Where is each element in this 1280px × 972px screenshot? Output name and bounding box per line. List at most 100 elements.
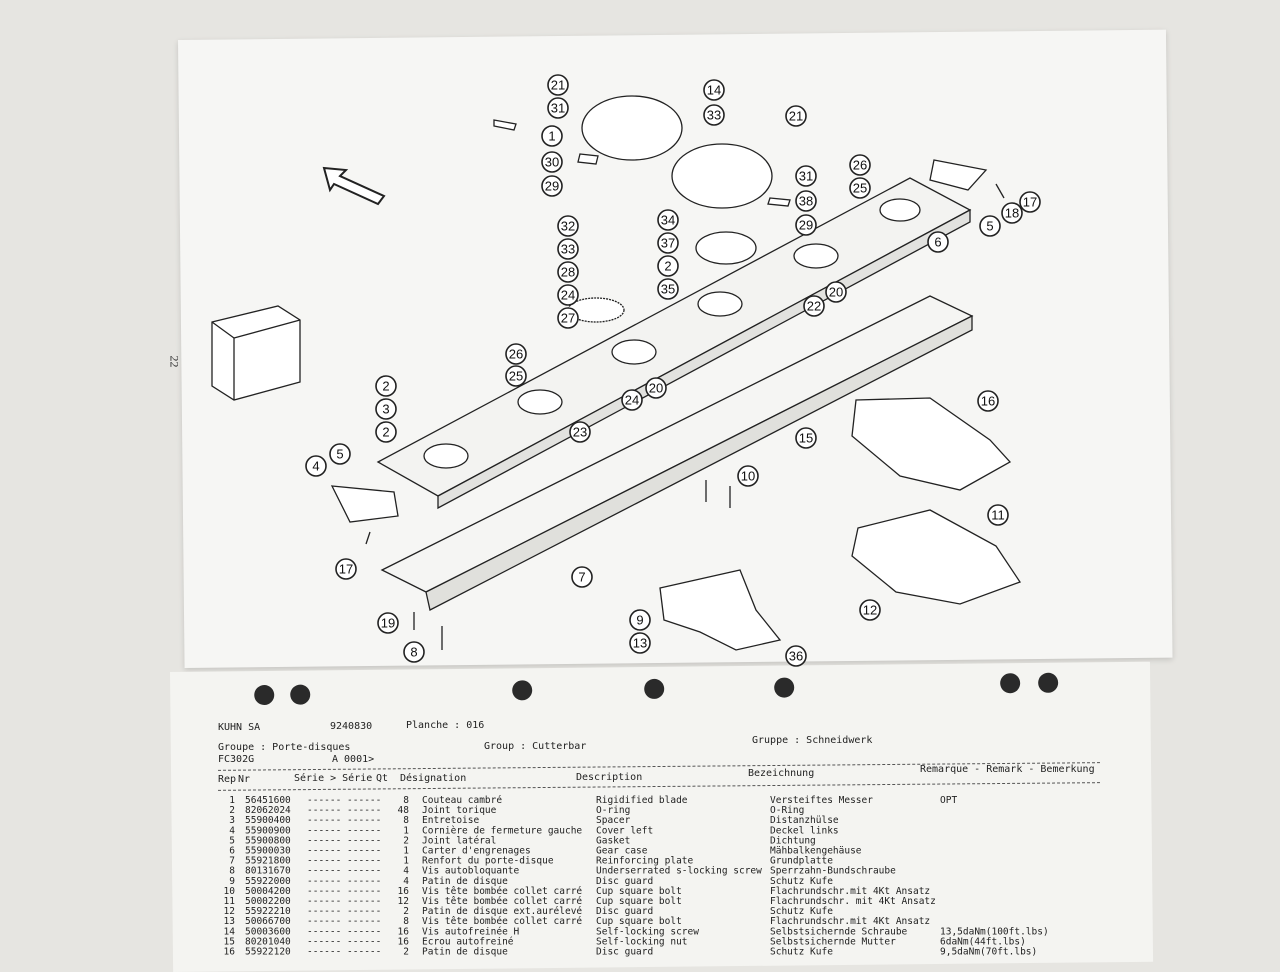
- cell-qt: 8: [403, 815, 409, 827]
- part-callout-29: 29: [541, 175, 563, 197]
- planche-label: Planche : 016: [406, 720, 485, 731]
- part-callout-1: 1: [541, 125, 563, 147]
- cell-en: Cup square bolt: [596, 896, 682, 908]
- cell-nr: 55921800: [245, 855, 291, 867]
- part-callout-10: 10: [737, 465, 759, 487]
- part-callout-36: 36: [785, 645, 807, 667]
- cell-qt: 16: [397, 885, 409, 897]
- col-qt: Qt: [376, 773, 389, 784]
- cell-fr: Cornière de fermeture gauche: [422, 825, 583, 837]
- cell-qt: 8: [403, 795, 409, 806]
- part-callout-5: 5: [329, 443, 351, 465]
- cell-remark: 6daNm(44ft.lbs): [940, 936, 1026, 948]
- cell-de: Flachrundschr.mit 4Kt Ansatz: [770, 885, 931, 897]
- cell-de: Distanzhülse: [770, 815, 839, 827]
- svg-text:4: 4: [312, 459, 319, 474]
- svg-text:2: 2: [664, 259, 671, 274]
- svg-text:8: 8: [410, 645, 417, 660]
- part-callout-7: 7: [571, 566, 593, 588]
- col-bezeichnung: Bezeichnung: [748, 768, 815, 779]
- part-callout-31: 31: [795, 165, 817, 187]
- part-callout-34: 34: [657, 209, 679, 231]
- cell-serie: ------ ------: [307, 815, 382, 827]
- cell-qt: 48: [397, 805, 409, 817]
- part-callout-3: 3: [375, 398, 397, 420]
- group-en: Group : Cutterbar: [484, 741, 587, 752]
- cell-de: Selbstsichernde Schraube: [770, 926, 908, 938]
- cell-remark: 13,5daNm(100ft.lbs): [940, 926, 1049, 938]
- svg-text:33: 33: [707, 108, 721, 123]
- series-range: A 0001>: [332, 754, 375, 765]
- cell-en: Cup square bolt: [596, 885, 682, 897]
- cell-nr: 55900030: [245, 845, 291, 857]
- part-callout-5: 5: [979, 215, 1001, 237]
- cell-en: Gear case: [596, 845, 648, 857]
- svg-text:31: 31: [799, 169, 813, 184]
- oil-box: [211, 305, 301, 401]
- cell-de: Dichtung: [770, 835, 816, 847]
- part-callout-26: 26: [505, 343, 527, 365]
- cell-nr: 50066700: [245, 916, 291, 928]
- cell-en: Cup square bolt: [596, 916, 682, 928]
- cell-qt: 2: [403, 906, 409, 918]
- cell-rep: 11: [223, 896, 235, 908]
- svg-text:30: 30: [545, 155, 559, 170]
- cell-fr: Ecrou autofreiné: [422, 936, 514, 948]
- cell-nr: 55900400: [245, 815, 291, 827]
- svg-text:37: 37: [661, 236, 675, 251]
- part-callout-15: 15: [795, 427, 817, 449]
- cell-rep: 10: [223, 885, 235, 897]
- svg-text:15: 15: [799, 431, 813, 446]
- cell-en: Self-locking screw: [596, 926, 699, 938]
- cell-fr: Vis autobloquante: [422, 865, 520, 877]
- part-callout-21: 21: [547, 74, 569, 96]
- svg-text:18: 18: [1005, 206, 1019, 221]
- gasket-right: [929, 159, 988, 191]
- cell-serie: ------ ------: [307, 926, 382, 938]
- cell-remark: [940, 806, 1080, 816]
- svg-text:9: 9: [636, 613, 643, 628]
- cell-serie: ------ ------: [307, 795, 382, 806]
- col-serie: Série > Série: [294, 773, 373, 784]
- disc-hub: [695, 231, 757, 265]
- cell-en: Gasket: [596, 835, 631, 847]
- cell-qt: 2: [403, 946, 409, 958]
- gruppe-de: Gruppe : Schneidwerk: [752, 735, 873, 746]
- cell-remark: [940, 887, 1080, 897]
- cell-en: Disc guard: [596, 946, 654, 958]
- cell-rep: 2: [229, 805, 235, 817]
- part-callout-25: 25: [505, 365, 527, 387]
- cell-en: Rigidified blade: [596, 795, 688, 806]
- svg-text:25: 25: [853, 181, 867, 196]
- part-callout-24: 24: [557, 284, 579, 306]
- svg-text:10: 10: [741, 469, 755, 484]
- svg-text:33: 33: [561, 242, 575, 257]
- svg-text:6: 6: [934, 235, 941, 250]
- part-callout-38: 38: [795, 190, 817, 212]
- part-callout-13: 13: [629, 632, 651, 654]
- part-callout-21: 21: [785, 105, 807, 127]
- svg-text:36: 36: [789, 649, 803, 664]
- part-callout-2: 2: [375, 421, 397, 443]
- cell-nr: 56451600: [245, 795, 291, 806]
- cell-qt: 12: [397, 896, 409, 908]
- part-callout-29: 29: [795, 214, 817, 236]
- cell-remark: [940, 836, 1080, 846]
- cell-en: Reinforcing plate: [596, 855, 694, 867]
- col-remark: Remarque - Remark - Bemerkung: [920, 764, 1095, 775]
- svg-text:23: 23: [573, 425, 587, 440]
- doc-number: 9240830: [330, 721, 373, 732]
- cell-rep: 3: [229, 815, 235, 827]
- cell-nr: 55922210: [245, 906, 291, 918]
- part-callout-11: 11: [987, 504, 1009, 526]
- svg-text:24: 24: [625, 393, 639, 408]
- svg-text:20: 20: [649, 381, 663, 396]
- cell-rep: 13: [223, 916, 235, 928]
- part-callout-14: 14: [703, 79, 725, 101]
